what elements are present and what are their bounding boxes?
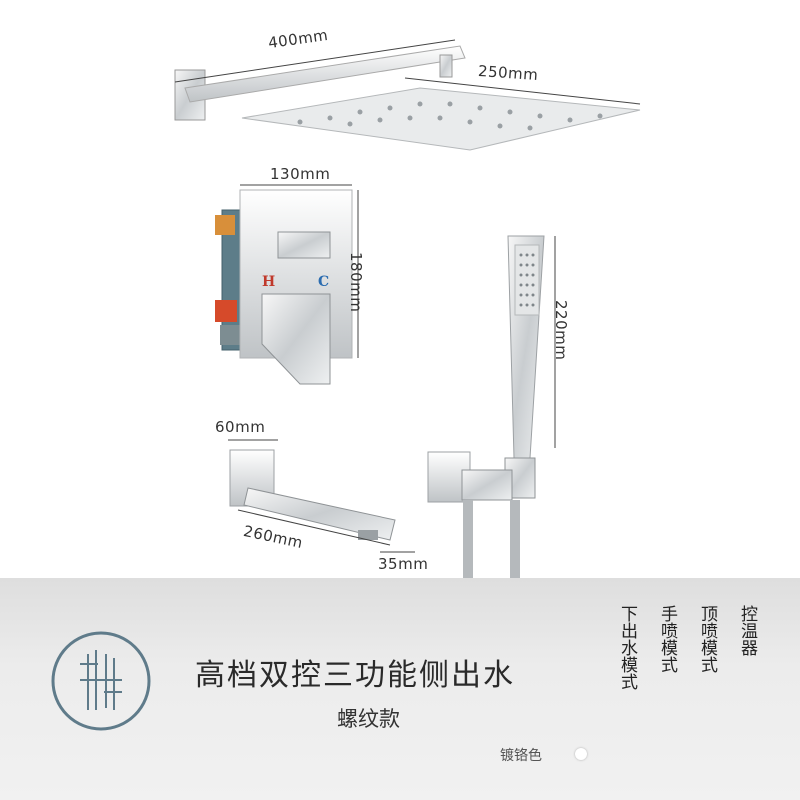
tub-spout bbox=[229, 449, 396, 541]
product-subtitle: 螺纹款 bbox=[337, 707, 400, 731]
dim-handshower-length: 220mm bbox=[552, 300, 570, 361]
function-item: 下出水模式 bbox=[617, 605, 637, 690]
hand-shower bbox=[427, 235, 545, 600]
brand-logo-icon bbox=[51, 631, 151, 731]
dim-spout-height: 60mm bbox=[215, 418, 266, 436]
dim-valve-width: 130mm bbox=[270, 165, 331, 183]
valve-cold-label: C bbox=[318, 274, 329, 290]
info-band bbox=[0, 578, 800, 800]
function-item: 手喷模式 bbox=[657, 605, 677, 673]
valve-hot-label: H bbox=[262, 274, 275, 290]
mixer-valve: H C bbox=[215, 189, 353, 385]
finish-label: 镀铬色 bbox=[500, 748, 542, 764]
finish-swatch bbox=[575, 748, 587, 760]
dim-spout-outlet: 35mm bbox=[378, 555, 429, 573]
dim-valve-height: 180mm bbox=[347, 252, 365, 313]
function-item: 顶喷模式 bbox=[697, 605, 717, 673]
function-item: 控温器 bbox=[737, 605, 757, 656]
shower-head bbox=[241, 87, 641, 151]
product-title: 高档双控三功能侧出水 bbox=[195, 658, 515, 693]
product-illustration: H C bbox=[174, 39, 641, 600]
